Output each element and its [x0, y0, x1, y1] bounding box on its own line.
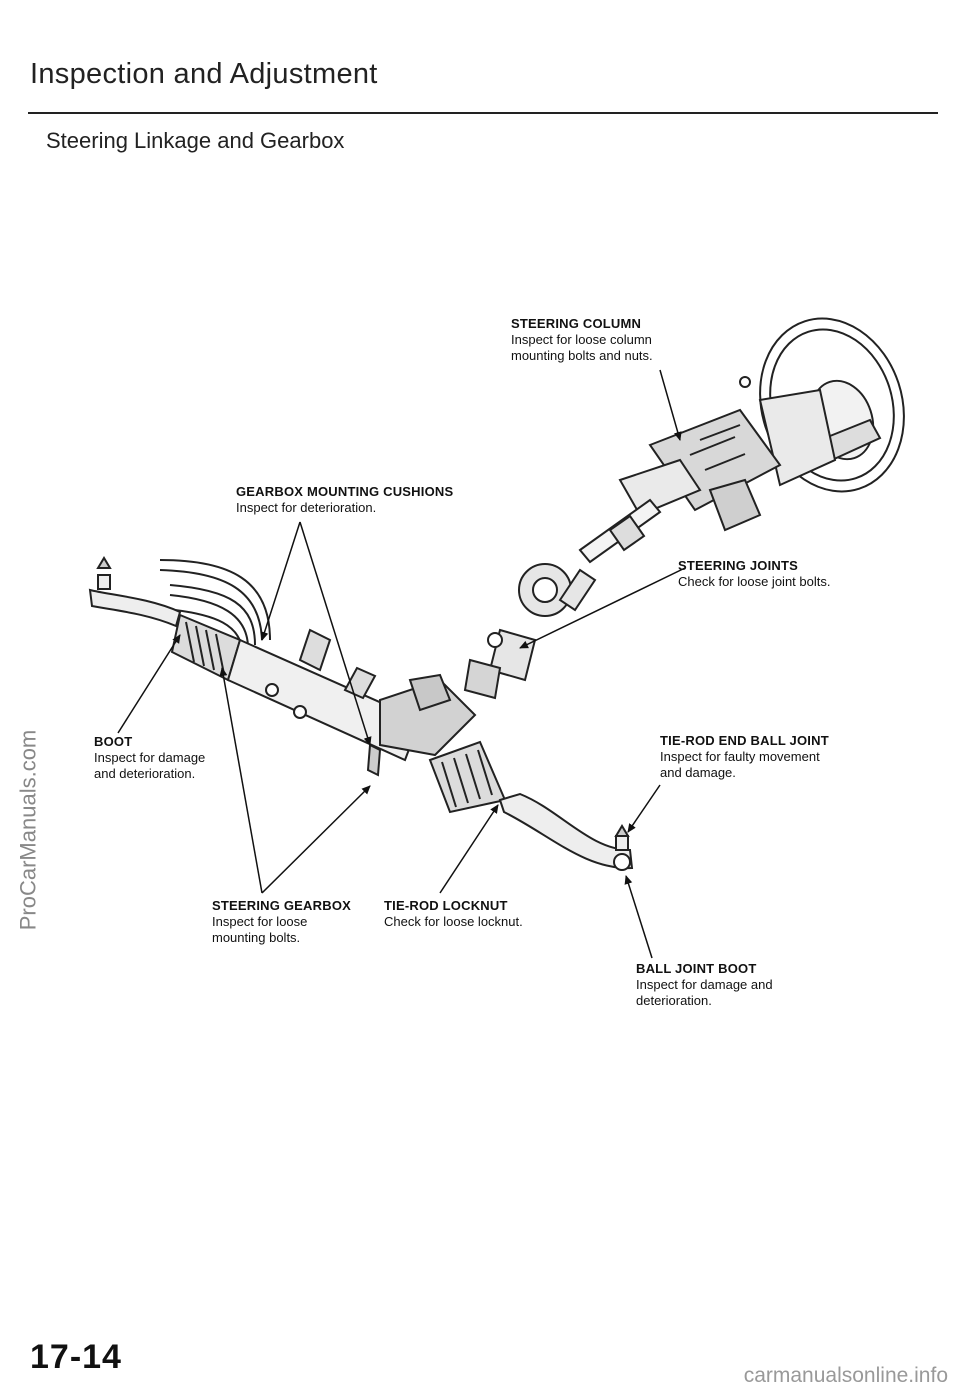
right-boot [428, 740, 507, 814]
callout-tie-rod-locknut: TIE-ROD LOCKNUT Check for loose locknut. [384, 898, 523, 930]
callout-gearbox-cushions-title: GEARBOX MOUNTING CUSHIONS [236, 484, 454, 499]
callout-ball-joint-boot-text: Inspect for damage and deterioration. [636, 977, 773, 1008]
left-tie-rod-end [88, 556, 182, 628]
callout-steering-joints-title: STEERING JOINTS [678, 558, 799, 573]
callout-gearbox-mounting-cushions: GEARBOX MOUNTING CUSHIONS Inspect for de… [236, 484, 453, 516]
right-tie-rod-end [498, 792, 634, 871]
callout-tie-rod-locknut-text: Check for loose locknut. [384, 914, 523, 929]
universal-joint [463, 563, 597, 700]
leader-lines [117, 369, 686, 959]
column-shaft [578, 498, 662, 564]
callout-steering-gearbox-title: STEERING GEARBOX [212, 898, 351, 913]
callout-boot: BOOT Inspect for damage and deterioratio… [94, 734, 205, 782]
callout-steering-gearbox-text: Inspect for loose mounting bolts. [212, 914, 308, 945]
steering-column [618, 376, 837, 532]
callout-gearbox-cushions-text: Inspect for deterioration. [236, 500, 377, 515]
callout-tie-rod-locknut-title: TIE-ROD LOCKNUT [384, 898, 508, 913]
callout-steering-column: STEERING COLUMN Inspect for loose column… [511, 316, 653, 364]
callout-ball-joint-boot: BALL JOINT BOOT Inspect for damage and d… [636, 961, 773, 1009]
callout-steering-joints-text: Check for loose joint bolts. [678, 574, 831, 589]
callout-steering-column-title: STEERING COLUMN [511, 316, 642, 331]
callout-ball-joint-boot-title: BALL JOINT BOOT [636, 961, 757, 976]
page-number: 17-14 [30, 1338, 122, 1376]
header-rule [28, 112, 938, 114]
callout-steering-column-text: Inspect for loose column mounting bolts … [511, 332, 653, 363]
callout-tie-rod-ball-joint-title: TIE-ROD END BALL JOINT [660, 733, 829, 748]
section-title: Steering Linkage and Gearbox [46, 128, 345, 153]
page-title: Inspection and Adjustment [30, 58, 378, 90]
callout-boot-title: BOOT [94, 734, 133, 749]
callout-tie-rod-ball-joint-text: Inspect for faulty movement and damage. [660, 749, 820, 780]
callout-steering-joints: STEERING JOINTS Check for loose joint bo… [678, 558, 830, 590]
bottom-watermark: carmanualsonline.info [743, 1364, 948, 1387]
steering-gearbox [226, 628, 477, 777]
callout-tie-rod-end-ball-joint: TIE-ROD END BALL JOINT Inspect for fault… [660, 733, 829, 781]
callout-steering-gearbox: STEERING GEARBOX Inspect for loose mount… [212, 898, 351, 946]
left-boot [170, 613, 242, 682]
callout-boot-text: Inspect for damage and deterioration. [94, 750, 206, 781]
